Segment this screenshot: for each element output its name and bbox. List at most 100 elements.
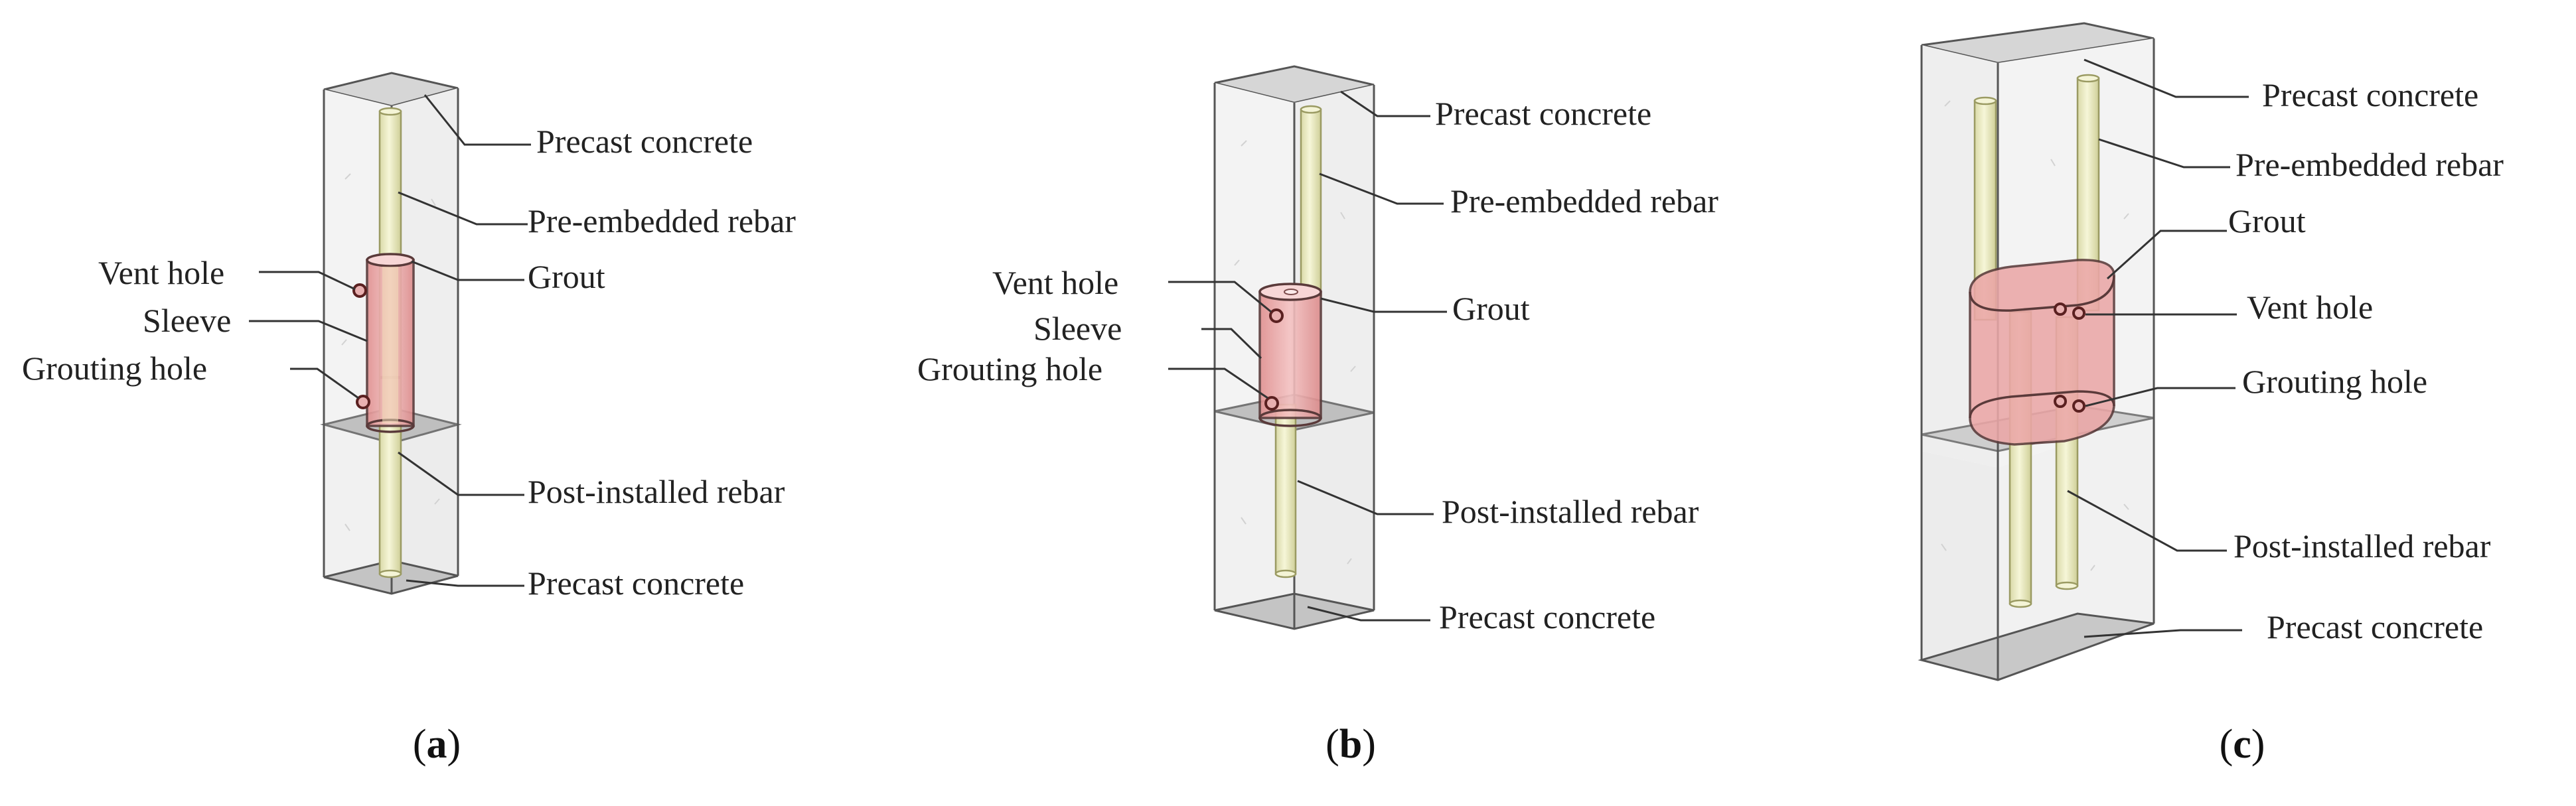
pre-embedded-rebar (1300, 108, 1322, 297)
aggregate-speck (1350, 366, 1356, 372)
leader-line (406, 579, 524, 587)
lower-column-front (1215, 411, 1294, 629)
leaders-b (1168, 90, 1447, 622)
label-vent-hole: Vent hole (2247, 289, 2373, 326)
label-precast-concrete-bottom: Precast concrete (1439, 598, 1655, 636)
leader-line (398, 191, 528, 226)
label-grouting-hole: Grouting hole (2242, 363, 2427, 400)
aggregate-speck (1347, 558, 1352, 565)
label-grout: Grout (1452, 290, 1530, 327)
leader-line (2084, 58, 2249, 98)
rebar-end (378, 107, 402, 116)
leader-line (2084, 629, 2242, 638)
rebar-end (1300, 105, 1322, 114)
leader-line (423, 94, 531, 146)
leaders-a (249, 94, 531, 587)
labels-a: Vent hole Sleeve Grouting hole Precast c… (22, 123, 796, 602)
sleeve-c (1969, 259, 2115, 446)
label-precast-concrete-bottom: Precast concrete (528, 565, 744, 602)
rebar-inside-sleeve (382, 267, 398, 423)
aggregate-speck (2123, 213, 2129, 220)
lower-column-front (1922, 451, 1998, 680)
grouting-hole-icon (2072, 399, 2085, 413)
rebar-end (2076, 74, 2100, 83)
concrete-column-b (1213, 65, 1375, 630)
label-vent-hole: Vent hole (98, 254, 224, 291)
aggregate-speck (1234, 259, 1240, 266)
panel-b: Vent hole Sleeve Grouting hole Precast c… (917, 65, 1718, 767)
label-grout: Grout (2228, 202, 2306, 239)
leader-line (398, 451, 524, 496)
aggregate-speck (1340, 212, 1345, 220)
leader-line (1340, 90, 1430, 117)
leader-line (1168, 368, 1268, 399)
label-precast-concrete-bottom: Precast concrete (2267, 608, 2483, 645)
rebar-end (2008, 599, 2032, 608)
lower-column-side (392, 425, 458, 594)
label-post-installed-rebar: Post-installed rebar (528, 473, 785, 510)
label-sleeve: Sleeve (143, 302, 231, 339)
label-precast-concrete-top: Precast concrete (536, 123, 753, 160)
rebar-end (1274, 569, 1297, 578)
leader-line (1168, 281, 1272, 313)
label-pre-embedded-rebar: Pre-embedded rebar (2235, 146, 2504, 183)
leader-line (249, 320, 368, 342)
grouting-hole-icon (356, 395, 370, 409)
aggregate-speck (341, 339, 347, 346)
sleeve-a (352, 253, 415, 433)
sleeve-bottom (1258, 409, 1322, 427)
sleeve-b (1258, 283, 1322, 427)
caption-a: (a) (413, 722, 461, 767)
rebar-end (2055, 581, 2079, 590)
leader-line (1297, 480, 1434, 515)
lower-column-side (1294, 413, 1374, 629)
label-precast-concrete-top: Precast concrete (1435, 95, 1651, 132)
post-installed-rebar (1274, 403, 1297, 575)
leaders-c (2067, 58, 2249, 638)
label-post-installed-rebar: Post-installed rebar (1442, 493, 1699, 530)
caption-b: (b) (1326, 722, 1376, 767)
vent-hole-icon (352, 283, 367, 298)
leader-line (2085, 387, 2235, 407)
sleeve-top (366, 253, 415, 267)
rebar-end (378, 569, 402, 578)
label-sleeve: Sleeve (1033, 310, 1122, 347)
aggregate-speck (2050, 159, 2056, 167)
rebar-b (1274, 105, 1322, 578)
leader-line (2098, 138, 2230, 168)
label-pre-embedded-rebar: Pre-embedded rebar (528, 202, 796, 239)
leader-line (2106, 230, 2227, 280)
label-grout: Grout (528, 258, 605, 295)
aggregate-speck (1944, 100, 1951, 107)
leader-line (259, 271, 356, 291)
label-vent-hole: Vent hole (992, 264, 1118, 301)
labels-c: Precast concrete Pre-embedded rebar Grou… (2228, 76, 2504, 645)
aggregate-speck (434, 498, 440, 505)
leader-line (411, 260, 524, 281)
panel-c: Precast concrete Pre-embedded rebar Grou… (1918, 22, 2504, 767)
leader-line (1201, 328, 1262, 360)
sleeve-top (1969, 275, 2115, 312)
label-precast-concrete-top: Precast concrete (2262, 76, 2478, 113)
panel-a: Vent hole Sleeve Grouting hole Precast c… (22, 72, 796, 767)
aggregate-speck (431, 198, 436, 206)
grouting-hole-icon (1264, 396, 1279, 411)
vent-hole-icon (2054, 302, 2067, 316)
grouting-hole-icon (2054, 395, 2067, 408)
aggregate-speck (2123, 504, 2129, 510)
leader-line (1320, 297, 1447, 313)
label-grouting-hole: Grouting hole (917, 350, 1102, 387)
sleeve-bottom (1969, 390, 2115, 419)
sleeve-body (1969, 259, 2115, 446)
leader-line (1319, 172, 1444, 205)
aggregate-speck (2090, 565, 2095, 571)
leader-line (1307, 606, 1430, 622)
aggregate-speck (344, 173, 351, 180)
label-grouting-hole: Grouting hole (22, 350, 207, 387)
label-post-installed-rebar: Post-installed rebar (2234, 527, 2491, 565)
aggregate-speck (1241, 140, 1247, 147)
aggregate-speck (1241, 517, 1247, 525)
label-pre-embedded-rebar: Pre-embedded rebar (1450, 182, 1718, 220)
vent-hole-icon (1269, 308, 1284, 323)
